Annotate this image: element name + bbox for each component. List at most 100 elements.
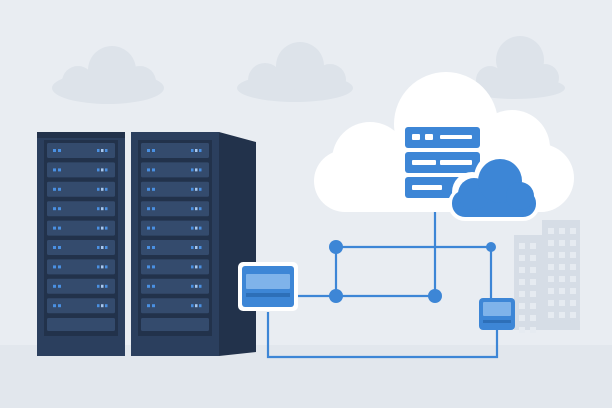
building-window — [519, 315, 525, 321]
led-indicator — [191, 246, 194, 249]
led-indicator — [58, 168, 61, 172]
led-indicator — [97, 265, 100, 269]
led-indicator — [147, 149, 150, 152]
led-indicator — [195, 168, 198, 172]
led-indicator — [191, 265, 194, 269]
monitor-left-icon — [238, 262, 298, 311]
led-indicator — [101, 265, 104, 269]
rack-left-top — [37, 132, 125, 138]
building-window — [559, 276, 565, 282]
led-indicator — [101, 168, 104, 172]
led-indicator — [199, 207, 202, 211]
building-window — [559, 300, 565, 306]
building-window — [559, 312, 565, 318]
led-indicator — [152, 226, 155, 230]
led-indicator — [152, 207, 155, 211]
rack-unit — [47, 143, 115, 158]
led-indicator — [199, 149, 202, 152]
led-indicator — [101, 207, 104, 211]
led-indicator — [97, 149, 100, 152]
rack-unit — [141, 201, 209, 217]
led-indicator — [152, 265, 155, 269]
led-indicator — [53, 149, 56, 152]
led-indicator — [147, 226, 150, 230]
led-indicator — [101, 304, 104, 308]
led-indicator — [58, 265, 61, 269]
building-window — [559, 228, 565, 234]
building-window — [530, 291, 536, 297]
building-window — [530, 255, 536, 261]
led-indicator — [191, 187, 194, 191]
rack-unit — [47, 259, 115, 275]
led-indicator — [53, 187, 56, 191]
led-indicator — [53, 207, 56, 211]
bg-cloud-middle — [237, 42, 353, 102]
building-window — [519, 303, 525, 309]
led-indicator — [195, 265, 198, 269]
rack-unit — [141, 278, 209, 294]
led-indicator — [147, 265, 150, 269]
led-indicator — [147, 207, 150, 211]
led-indicator — [199, 284, 202, 288]
rack-blank-panel — [141, 318, 209, 331]
led-indicator — [97, 284, 100, 288]
building-window — [548, 276, 554, 282]
building-window — [570, 252, 576, 258]
link-bottom-loop — [266, 312, 499, 359]
building-window — [559, 252, 565, 258]
building-windows — [519, 228, 576, 333]
led-indicator — [97, 207, 100, 211]
led-indicator — [101, 284, 104, 288]
led-indicator — [191, 304, 194, 308]
building-window — [548, 252, 554, 258]
bg-cloud-left — [52, 46, 164, 104]
rack-unit — [47, 181, 115, 197]
led-indicator — [199, 265, 202, 269]
led-indicator — [195, 187, 198, 191]
led-indicator — [199, 168, 202, 172]
led-indicator — [58, 284, 61, 288]
building-icon — [514, 220, 580, 333]
background-clouds — [52, 36, 565, 104]
building-window — [548, 312, 554, 318]
building-window — [559, 264, 565, 270]
rack-unit — [47, 162, 115, 178]
led-indicator — [53, 265, 56, 269]
led-indicator — [105, 226, 108, 230]
led-indicator — [105, 304, 108, 308]
led-indicator — [199, 304, 202, 308]
rack-blank-panel — [47, 318, 115, 331]
rack-unit — [141, 259, 209, 275]
building-window — [570, 312, 576, 318]
small-cloud-icon — [448, 152, 540, 221]
led-indicator — [191, 149, 194, 152]
led-indicator — [147, 187, 150, 191]
building-window — [530, 327, 536, 333]
building-window — [519, 267, 525, 273]
building-window — [548, 264, 554, 270]
building-window — [548, 228, 554, 234]
led-indicator — [195, 246, 198, 249]
led-indicator — [195, 149, 198, 152]
led-indicator — [152, 284, 155, 288]
led-indicator — [97, 304, 100, 308]
led-indicator — [199, 226, 202, 230]
led-indicator — [105, 284, 108, 288]
led-indicator — [147, 168, 150, 172]
building-window — [570, 300, 576, 306]
rack-unit — [47, 278, 115, 294]
led-indicator — [101, 246, 104, 249]
rack-units — [47, 143, 209, 331]
led-indicator — [53, 304, 56, 308]
led-indicator — [53, 246, 56, 249]
network-connections — [266, 200, 499, 359]
building-window — [570, 288, 576, 294]
rack-unit — [141, 240, 209, 255]
led-indicator — [58, 149, 61, 152]
led-indicator — [97, 246, 100, 249]
led-indicator — [152, 168, 155, 172]
building-window — [570, 264, 576, 270]
led-indicator — [101, 226, 104, 230]
building-window — [530, 279, 536, 285]
